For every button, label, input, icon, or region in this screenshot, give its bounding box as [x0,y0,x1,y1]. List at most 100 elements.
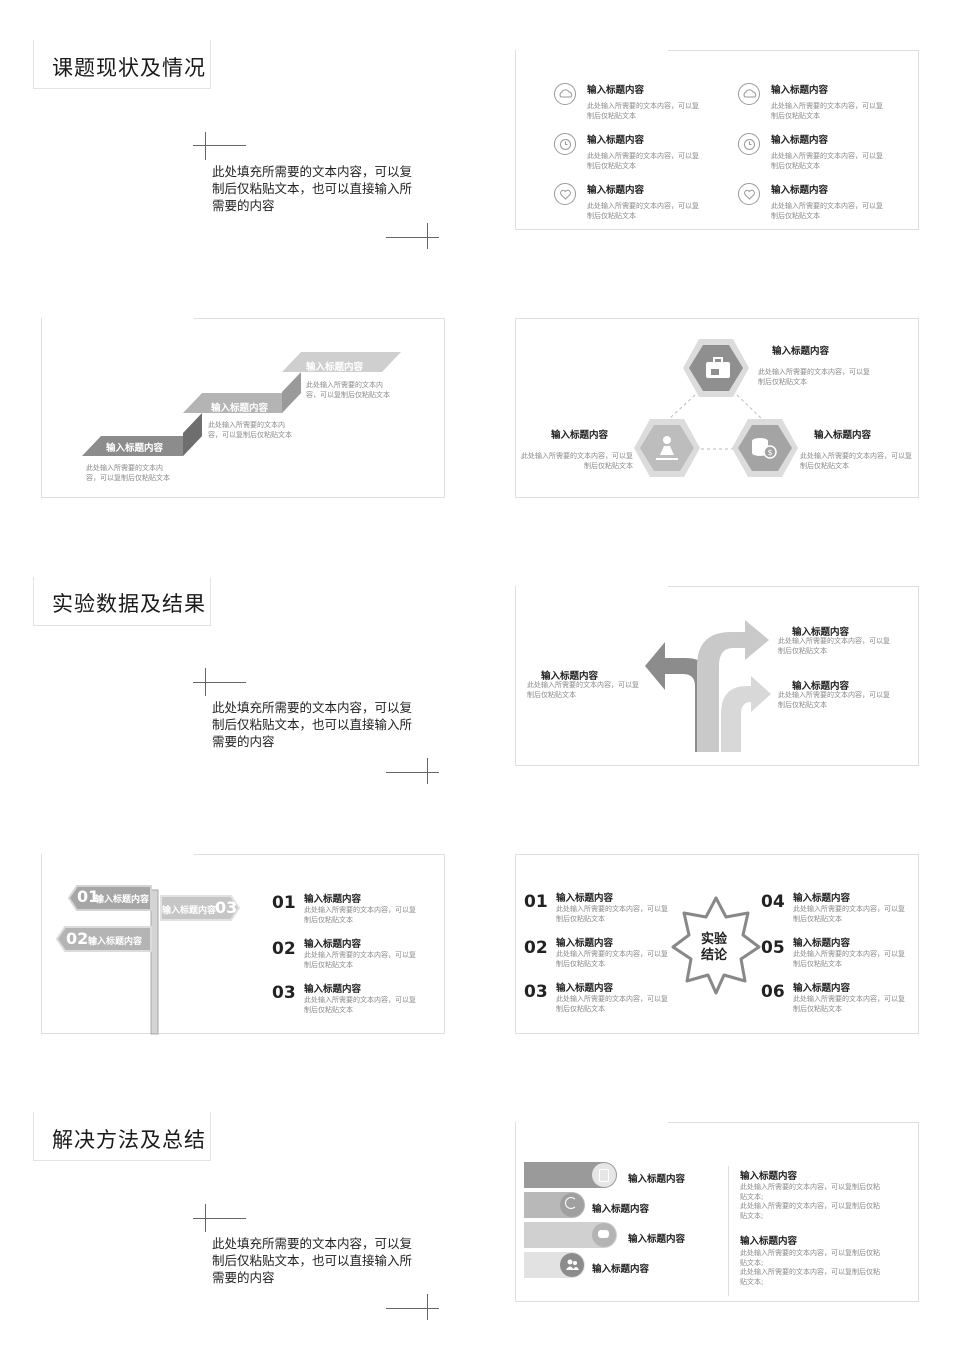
sign-num: 02 [66,929,89,948]
item-num: 01 [524,892,548,912]
sign-title: 输入标题内容 [162,906,217,916]
hex-item-text: 此处输入所需要的文本内容，可以复制后仅粘贴文本 [800,452,912,470]
hex-item-title: 输入标题内容 [551,430,609,441]
right-text: 此处输入所需要的文本内容，可以复制后仅粘贴文本; [740,1183,880,1201]
right-text: 此处输入所需要的文本内容，可以复制后仅粘贴文本; [740,1249,880,1267]
item-title: 输入标题内容 [556,893,614,904]
list-item-title: 输入标题内容 [771,135,829,146]
step-text: 此处输入所需要的文本内容，可以复制后仅粘贴文本 [86,464,170,482]
right-title: 输入标题内容 [740,1171,798,1182]
document-icon [599,1169,609,1182]
svg-text:$: $ [768,448,773,457]
arrow-item-text: 此处输入所需要的文本内容，可以复制后仅粘贴文本 [778,691,890,709]
item-title: 输入标题内容 [556,938,614,949]
list-item-text: 此处输入所需要的文本内容，可以复制后仅粘贴文本 [771,152,883,170]
clock-icon [554,133,576,155]
chat-icon [598,1230,609,1238]
cloud-icon [738,83,760,105]
item-text: 此处输入所需要的文本内容，可以复制后仅粘贴文本 [556,950,668,968]
list-item-title: 输入标题内容 [587,135,645,146]
section-intro: 此处填充所需要的文本内容，可以复制后仅粘贴文本，也可以直接输入所需要的内容 [212,164,413,213]
arrow-item-title: 输入标题内容 [792,681,850,692]
stairs-graphic [82,352,401,456]
sign-title: 输入标题内容 [88,937,143,947]
arrows-graphic [645,620,771,752]
item-title: 输入标题内容 [304,939,362,950]
crosshair-decoration [427,1294,428,1320]
bar-label: 输入标题内容 [628,1174,686,1185]
arrow-item-title: 输入标题内容 [792,627,850,638]
step-title: 输入标题内容 [306,362,364,373]
step-text: 此处输入所需要的文本内容，可以复制后仅粘贴文本 [208,421,292,439]
arrow-item-title: 输入标题内容 [541,671,599,682]
item-text: 此处输入所需要的文本内容，可以复制后仅粘贴文本 [304,951,416,969]
item-text: 此处输入所需要的文本内容，可以复制后仅粘贴文本 [793,950,905,968]
bar-label: 输入标题内容 [628,1234,686,1245]
refresh-icon [565,1197,577,1209]
item-num: 02 [524,938,548,958]
item-text: 此处输入所需要的文本内容，可以复制后仅粘贴文本 [304,906,416,924]
section-title-box [33,1112,211,1161]
item-title: 输入标题内容 [793,983,851,994]
item-title: 输入标题内容 [304,894,362,905]
crosshair-decoration [386,772,439,773]
signpost-graphic [55,885,241,1035]
hex-item-text: 此处输入所需要的文本内容，可以复制后仅粘贴文本 [521,452,633,470]
clock-icon [738,133,760,155]
divider [728,1166,729,1296]
sign-num: 01 [77,887,100,906]
right-title: 输入标题内容 [740,1236,798,1247]
item-num: 02 [272,939,296,959]
step-title: 输入标题内容 [211,403,269,414]
bar-label: 输入标题内容 [592,1204,650,1215]
cloud-icon [554,83,576,105]
item-text: 此处输入所需要的文本内容，可以复制后仅粘贴文本 [793,995,905,1013]
crosshair-decoration [205,1204,206,1232]
list-item-title: 输入标题内容 [587,85,645,96]
list-item-text: 此处输入所需要的文本内容，可以复制后仅粘贴文本 [587,152,699,170]
item-text: 此处输入所需要的文本内容，可以复制后仅粘贴文本 [556,905,668,923]
crosshair-decoration [193,1218,246,1219]
step-title: 输入标题内容 [106,443,164,454]
sign-num: 03 [215,898,238,917]
section-title-box [33,40,211,89]
heart-icon [738,183,760,205]
crosshair-decoration [427,223,428,249]
slide-icon-list [515,50,919,230]
right-text: 此处输入所需要的文本内容，可以复制后仅粘贴文本; [740,1268,880,1286]
list-item-title: 输入标题内容 [587,185,645,196]
item-num: 03 [524,982,548,1002]
list-item-text: 此处输入所需要的文本内容，可以复制后仅粘贴文本 [587,202,699,220]
crosshair-decoration [193,145,246,146]
crosshair-decoration [427,758,428,784]
item-text: 此处输入所需要的文本内容，可以复制后仅粘贴文本 [304,996,416,1014]
hex-item-text: 此处输入所需要的文本内容，可以复制后仅粘贴文本 [758,368,870,386]
item-title: 输入标题内容 [556,983,614,994]
crosshair-decoration [386,1308,439,1309]
item-title: 输入标题内容 [793,938,851,949]
list-item-text: 此处输入所需要的文本内容，可以复制后仅粘贴文本 [771,202,883,220]
conclusion-label: 结论 [701,948,728,963]
right-text: 此处输入所需要的文本内容，可以复制后仅粘贴文本; [740,1202,880,1220]
sign-title: 输入标题内容 [95,895,150,905]
item-text: 此处输入所需要的文本内容，可以复制后仅粘贴文本 [556,995,668,1013]
heart-icon [554,183,576,205]
section-title-box [33,577,211,626]
item-text: 此处输入所需要的文本内容，可以复制后仅粘贴文本 [793,905,905,923]
star-badge [671,896,761,995]
section-title: 解决方法及总结 [52,1128,206,1152]
item-title: 输入标题内容 [304,984,362,995]
list-item-text: 此处输入所需要的文本内容，可以复制后仅粘贴文本 [771,102,883,120]
hex-item-title: 输入标题内容 [814,430,872,441]
section-title: 课题现状及情况 [52,56,206,80]
item-num: 04 [761,892,785,912]
section-intro: 此处填充所需要的文本内容，可以复制后仅粘贴文本，也可以直接输入所需要的内容 [212,1236,413,1285]
hex-item-title: 输入标题内容 [772,346,830,357]
crosshair-decoration [205,132,206,160]
step-text: 此处输入所需要的文本内容，可以复制后仅粘贴文本 [306,381,390,399]
crosshair-decoration [193,682,246,683]
item-num: 03 [272,983,296,1003]
item-num: 05 [761,938,785,958]
item-title: 输入标题内容 [793,893,851,904]
crosshair-decoration [386,237,439,238]
